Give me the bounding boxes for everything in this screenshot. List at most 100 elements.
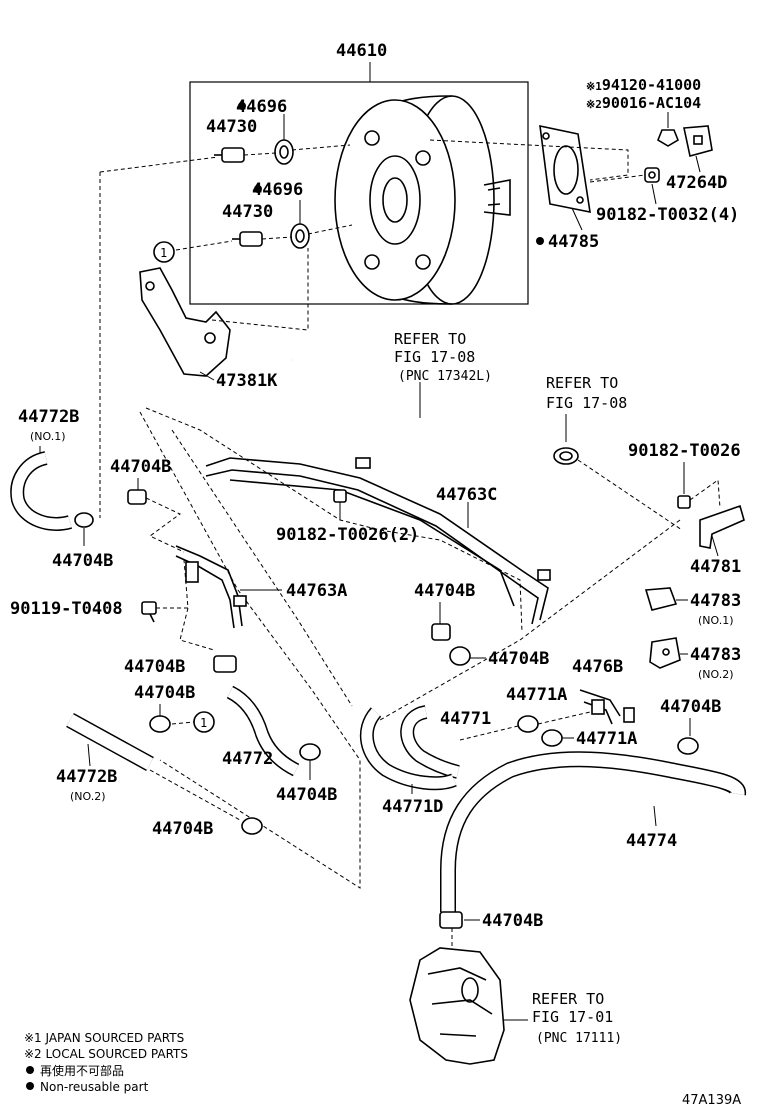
label-bracket-44783-no2-note[interactable]: (NO.2) [698, 668, 734, 681]
hose-44772-icon [226, 685, 300, 777]
label-bracket-47381k[interactable]: 47381K [216, 371, 278, 391]
clip-b-icon [449, 646, 471, 666]
nut-flange-icon [644, 167, 660, 183]
non-reusable-dot-icon [536, 237, 544, 245]
label-clip-a[interactable]: 44704B [134, 683, 195, 703]
bracket-44783-no2-icon [649, 637, 681, 669]
label-clip-c[interactable]: 44704B [276, 785, 337, 805]
label-hose-44772b-no2[interactable]: 44772B [56, 767, 117, 787]
bracket-47264d-icon [683, 125, 713, 157]
label-bracket-44783-no2[interactable]: 44783 [690, 645, 741, 665]
bracket-44783-no1-icon [644, 587, 678, 611]
label-nut-t0026-2[interactable]: 90182-T0026(2) [276, 525, 419, 545]
check-valve-bottom-icon [232, 231, 263, 247]
label-bracket-44781[interactable]: 44781 [690, 557, 741, 577]
label-clip-center[interactable]: 44704B [414, 581, 475, 601]
label-bracket-47264d[interactable]: 47264D [666, 173, 727, 193]
label-nut-t0026[interactable]: 90182-T0026 [628, 441, 741, 461]
label-clip-d[interactable]: 44704B [152, 819, 213, 839]
hose-44772b-no1-icon [10, 451, 73, 531]
label-check-valve-b[interactable]: 44730 [222, 202, 273, 222]
label-hose-44771[interactable]: 44771 [440, 709, 491, 729]
clip-a-icon [149, 715, 171, 733]
nut-t0026-icon [677, 495, 691, 509]
legend-local-sourced: ※2 LOCAL SOURCED PARTS [24, 1047, 188, 1061]
label-gasket[interactable]: 44785 [548, 232, 599, 252]
clip-mid-icon [213, 655, 237, 673]
label-hose-44771d[interactable]: 44771D [382, 797, 443, 817]
nut-hex-icon [657, 129, 679, 147]
label-clip-right[interactable]: 44704B [660, 697, 721, 717]
clevis-seal-bottom-icon [290, 223, 310, 249]
label-clevis-b[interactable]: 44696 [252, 180, 303, 200]
label-hose-44771a-top[interactable]: 44771A [506, 685, 567, 705]
clip-44771a-top-icon [517, 715, 539, 733]
refer-17-01-line1[interactable]: REFER TO [532, 990, 604, 1008]
refer-17-01-line2[interactable]: FIG 17-01 [532, 1008, 613, 1026]
label-hose-44771a-bottom[interactable]: 44771A [576, 729, 637, 749]
clip-c-icon [299, 743, 321, 761]
pipe-4476b-icon [579, 689, 635, 725]
svg-text:1: 1 [200, 716, 207, 730]
bracket-47381k-icon [139, 267, 231, 377]
clip-44771a-bottom-icon [541, 729, 563, 747]
label-clip-top[interactable]: 44704B [110, 457, 171, 477]
figure-id: 47A139A [682, 1093, 741, 1108]
check-valve-top-icon [214, 147, 245, 163]
vacuum-hose-upper-icon [290, 354, 541, 444]
nut-t0026-2-icon [333, 489, 347, 503]
non-reusable-dot-icon [26, 1082, 34, 1090]
label-pipe-44763c[interactable]: 44763C [436, 485, 497, 505]
non-reusable-dot-icon [26, 1066, 34, 1074]
label-clevis-a[interactable]: 44696 [236, 97, 287, 117]
label-hose-44772b-no1-note[interactable]: (NO.1) [30, 430, 66, 443]
clip-left-icon [74, 512, 94, 528]
label-check-valve-a[interactable]: 44730 [206, 117, 257, 137]
label-bolt-t0408[interactable]: 90119-T0408 [10, 599, 123, 619]
label-clip-left[interactable]: 44704B [52, 551, 113, 571]
pipe-44763c-icon [205, 457, 551, 625]
hose-44771-icon [400, 705, 460, 779]
label-pipe-4476b[interactable]: 4476B [572, 657, 623, 677]
booster-assembly-box [189, 81, 529, 305]
gasket-icon [539, 124, 591, 214]
refer-17-08-b-line1[interactable]: REFER TO [546, 374, 618, 392]
label-clip-bottom[interactable]: 44704B [482, 911, 543, 931]
label-bracket-44783-no1-note[interactable]: (NO.1) [698, 614, 734, 627]
bolt-icon [141, 601, 157, 623]
refer-17-01-line3[interactable]: (PNC 17111) [536, 1031, 622, 1046]
label-hose-44772b-no2-note[interactable]: (NO.2) [70, 790, 106, 803]
label-nut-t0032[interactable]: 90182-T0032(4) [596, 205, 739, 225]
hose-44774-icon [440, 751, 746, 912]
refer-17-08-b-line2[interactable]: FIG 17-08 [546, 394, 627, 412]
legend-non-reusable: Non-reusable part [40, 1080, 149, 1094]
label-bracket-44783-no1[interactable]: 44783 [690, 591, 741, 611]
refer-17-08-a-line3[interactable]: (PNC 17342L) [398, 369, 492, 384]
pipe-44763a-icon [175, 545, 247, 629]
bracket-44781-icon [699, 504, 745, 549]
label-booster[interactable]: 44610 [336, 41, 387, 61]
label-hose-44772[interactable]: 44772 [222, 749, 273, 769]
refer-17-08-a-line2[interactable]: FIG 17-08 [394, 348, 475, 366]
label-note1-part[interactable]: ※194120-41000 [586, 76, 701, 94]
clip-right-icon [677, 737, 699, 755]
clip-bottom-icon [439, 911, 463, 929]
legend-non-reusable-jp: 再使用不可部品 [40, 1063, 124, 1078]
svg-text:1: 1 [160, 246, 167, 260]
reference-circle-1-icon: 1 [153, 241, 175, 263]
non-reusable-dot-icon [238, 102, 246, 110]
reference-circle-1-icon: 1 [193, 711, 215, 733]
label-hose-44772b-no1[interactable]: 44772B [18, 407, 79, 427]
label-clip-b[interactable]: 44704B [488, 649, 549, 669]
legend-japan-sourced: ※1 JAPAN SOURCED PARTS [24, 1031, 184, 1045]
refer-17-08-a-line1[interactable]: REFER TO [394, 330, 466, 348]
label-clip-mid[interactable]: 44704B [124, 657, 185, 677]
non-reusable-dot-icon [254, 185, 262, 193]
label-hose-44774[interactable]: 44774 [626, 831, 677, 851]
intake-manifold-icon [409, 947, 505, 1065]
label-pipe-44763a[interactable]: 44763A [286, 581, 347, 601]
hose-clamp-upper-icon [553, 447, 579, 465]
label-note2-part[interactable]: ※290016-AC104 [586, 94, 701, 112]
brake-booster-icon [334, 95, 511, 305]
